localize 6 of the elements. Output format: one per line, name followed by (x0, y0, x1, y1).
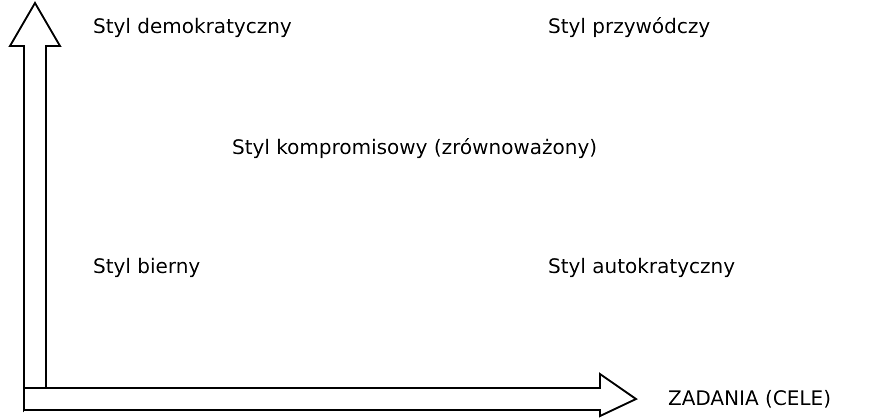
quadrant-label: Styl przywódczy (548, 14, 710, 38)
quadrant-label: Styl kompromisowy (zrównoważony) (232, 135, 598, 159)
quadrant-label: Styl demokratyczny (93, 14, 292, 38)
quadrant-label: Styl bierny (93, 254, 200, 278)
axis-label: ZADANIA (CELE) (668, 386, 831, 410)
quadrant-label: Styl autokratyczny (548, 254, 736, 278)
